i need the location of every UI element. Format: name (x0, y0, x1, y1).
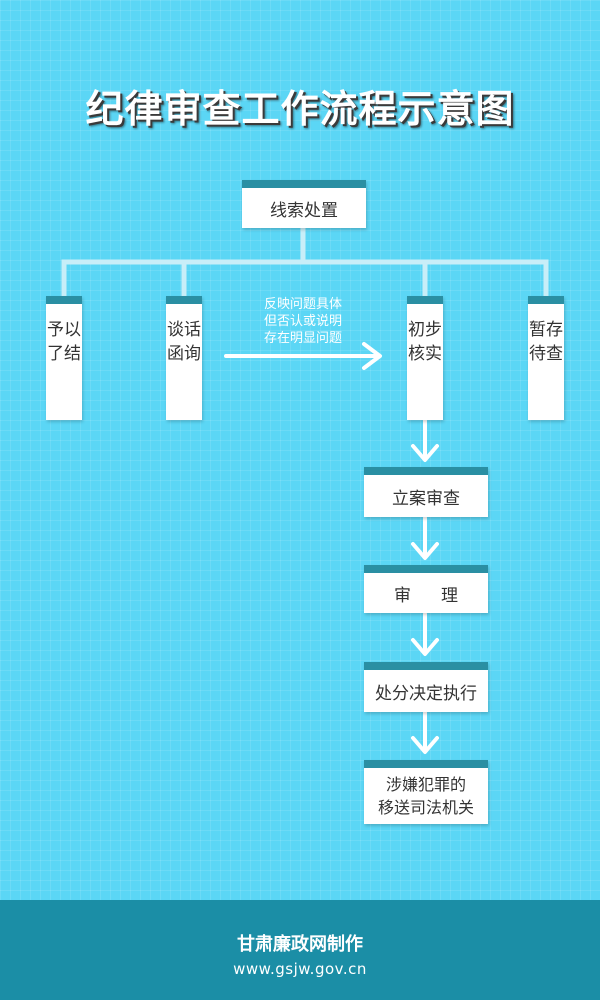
condition-annotation: 反映问题具体 但否认或说明 存在明显问题 (238, 296, 368, 347)
node-judicial-transfer-line2: 移送司法机关 (377, 798, 474, 817)
node-decision-execution: 处分决定执行 (364, 662, 488, 712)
page-title: 纪律审查工作流程示意图 (85, 86, 515, 131)
arrowhead-trial-to-decision (411, 638, 439, 656)
node-clue-handling: 线索处置 (242, 180, 366, 228)
node-talk-inquiry-label: 谈话函询 (167, 320, 201, 364)
node-file-case-label: 立案审查 (392, 488, 460, 509)
node-preliminary-verification: 初步核实 (407, 296, 443, 420)
condition-annotation-line2: 但否认或说明 (263, 314, 342, 329)
condition-annotation-line1: 反映问题具体 (263, 297, 342, 312)
arrowhead-file-to-trial (411, 542, 439, 560)
node-clue-handling-label: 线索处置 (270, 200, 338, 221)
footer-credit: 甘肃廉政网制作 (237, 934, 363, 955)
node-judicial-transfer: 涉嫌犯罪的 移送司法机关 (364, 760, 488, 824)
node-dismiss: 予以了结 (46, 296, 82, 420)
condition-annotation-line3: 存在明显问题 (263, 331, 342, 346)
arrowhead-verify-to-file (411, 444, 439, 462)
footer-band (0, 900, 600, 1000)
node-suspend-label: 暂存待查 (529, 320, 563, 364)
node-file-case: 立案审查 (364, 467, 488, 517)
arrowhead-decision-to-transfer (411, 736, 439, 754)
arrowhead-talk-to-verify (362, 342, 382, 370)
node-preliminary-verification-label: 初步核实 (408, 320, 442, 364)
node-decision-execution-label: 处分决定执行 (375, 683, 477, 704)
footer-url: www.gsjw.gov.cn (233, 960, 367, 978)
node-judicial-transfer-line1: 涉嫌犯罪的 (385, 775, 466, 794)
node-dismiss-label: 予以了结 (47, 320, 81, 364)
node-suspend: 暂存待查 (528, 296, 564, 420)
node-trial: 审理 (364, 565, 488, 613)
node-talk-inquiry: 谈话函询 (166, 296, 202, 420)
node-trial-label: 审理 (394, 585, 488, 606)
